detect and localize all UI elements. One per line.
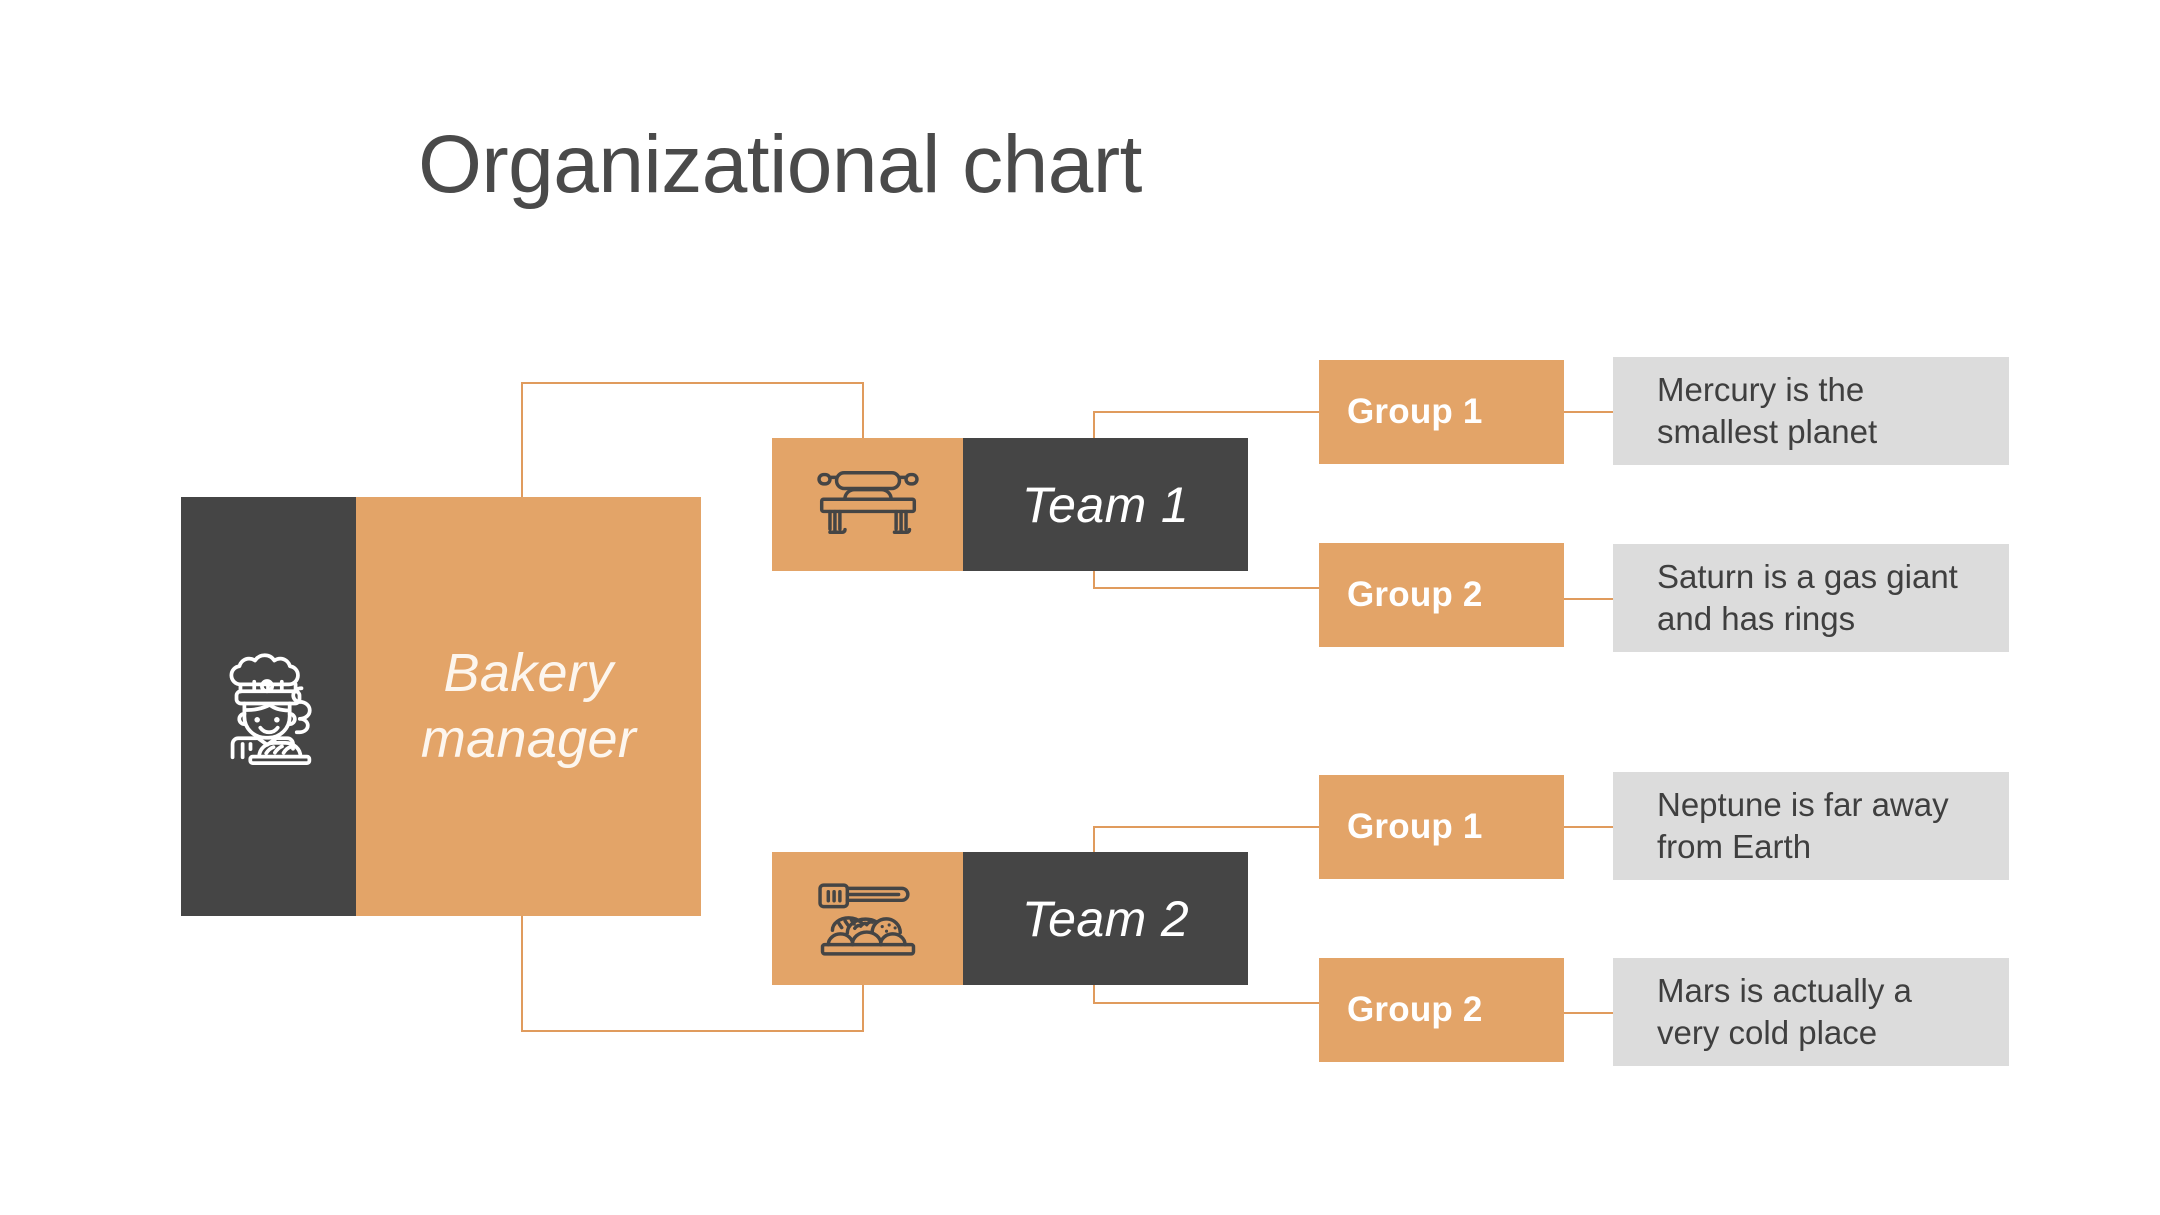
root-node-label: Bakery manager (421, 641, 636, 773)
connector-group1a-desc-stub (1563, 411, 1613, 413)
description-card-team1-group2-text: Saturn is a gas giant and has rings (1613, 556, 1998, 640)
team-1-label: Team 1 (1021, 476, 1190, 533)
team-1-icon-panel (772, 438, 963, 571)
root-node-label-line1: Bakery (443, 642, 614, 703)
desc-line1: Mars is actually a (1657, 971, 1912, 1009)
group-chip-team1-group1-label: Group 1 (1347, 392, 1483, 431)
desc-line2: smallest planet (1657, 413, 1878, 450)
baker-chef-icon (206, 644, 332, 770)
connector-team1-drop-vertical (862, 382, 864, 440)
connector-manager-up-vertical (521, 382, 523, 499)
group-chip-team2-group2-label: Group 2 (1347, 990, 1483, 1029)
desc-line2: very cold place (1657, 1014, 1878, 1051)
connector-manager-to-team1-horizontal (521, 382, 864, 384)
desc-line2: and has rings (1657, 600, 1856, 637)
root-node-icon-panel (181, 497, 356, 916)
description-card-team2-group2-text: Mars is actually a very cold place (1613, 970, 1952, 1054)
root-node-label-panel[interactable]: Bakery manager (356, 497, 701, 916)
desc-line2: from Earth (1657, 828, 1812, 865)
connector-manager-down-vertical (521, 914, 523, 1032)
team-2-icon-panel (772, 852, 963, 985)
connector-team1-group1-horizontal (1093, 411, 1319, 413)
connector-team2-group2-horizontal (1093, 1002, 1319, 1004)
connector-team2-rise-vertical (862, 984, 864, 1032)
team-2-label-panel[interactable]: Team 2 (963, 852, 1248, 985)
team-1-label-panel[interactable]: Team 1 (963, 438, 1248, 571)
connector-team2-group1-horizontal (1093, 826, 1319, 828)
group-chip-team2-group1[interactable]: Group 1 (1319, 775, 1564, 879)
connector-manager-to-team2-horizontal (521, 1030, 864, 1032)
description-card-team2-group2: Mars is actually a very cold place (1613, 958, 2009, 1066)
group-chip-team1-group2[interactable]: Group 2 (1319, 543, 1564, 647)
group-chip-team2-group2[interactable]: Group 2 (1319, 958, 1564, 1062)
description-card-team1-group1: Mercury is the smallest planet (1613, 357, 2009, 465)
connector-group1b-desc-stub (1563, 826, 1613, 828)
desc-line1: Saturn is a gas giant (1657, 557, 1958, 595)
description-card-team2-group1-text: Neptune is far away from Earth (1613, 784, 1989, 868)
description-card-team1-group2: Saturn is a gas giant and has rings (1613, 544, 2009, 652)
desc-line1: Neptune is far away (1657, 785, 1949, 823)
desc-line1: Mercury is the (1657, 370, 1865, 408)
rolling-pin-icon (807, 462, 929, 548)
description-card-team2-group1: Neptune is far away from Earth (1613, 772, 2009, 880)
team-2-label: Team 2 (1021, 890, 1190, 947)
connector-group2a-desc-stub (1563, 598, 1613, 600)
connector-team1-group2-horizontal (1093, 587, 1319, 589)
group-chip-team1-group1[interactable]: Group 1 (1319, 360, 1564, 464)
group-chip-team1-group2-label: Group 2 (1347, 575, 1483, 614)
root-node-label-line2: manager (420, 708, 637, 769)
connector-group2b-desc-stub (1563, 1012, 1613, 1014)
group-chip-team2-group1-label: Group 1 (1347, 807, 1483, 846)
page-title: Organizational chart (418, 119, 1142, 210)
description-card-team1-group1-text: Mercury is the smallest planet (1613, 369, 1917, 453)
bread-loaves-tray-icon (807, 876, 929, 962)
